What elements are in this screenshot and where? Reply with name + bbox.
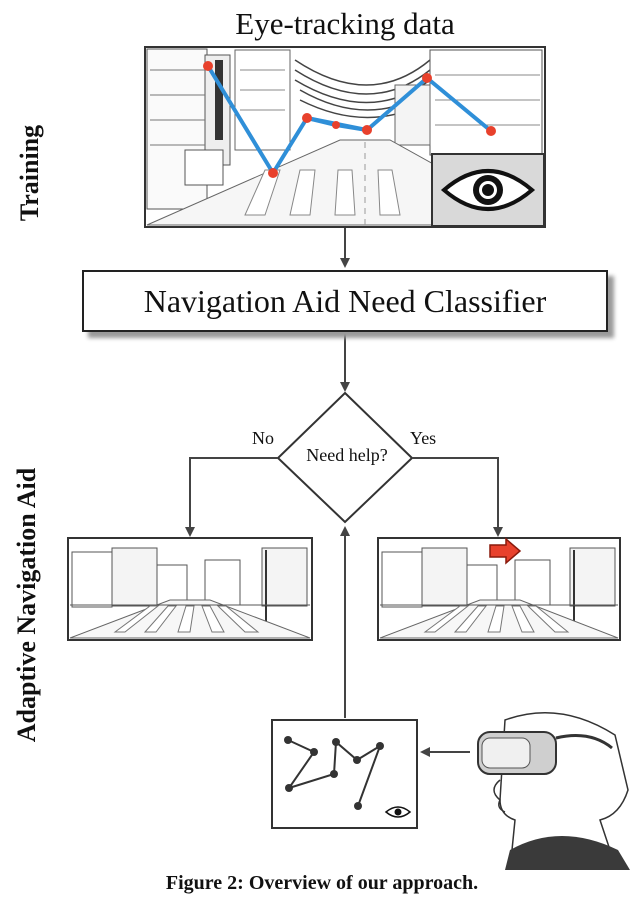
scene-no-aid (67, 537, 313, 641)
navigation-arrow-icon (489, 537, 522, 565)
figure-caption: Figure 2: Overview of our approach. (165, 872, 479, 894)
classifier-box: Navigation Aid Need Classifier (82, 270, 608, 332)
decision-label: Need help? (306, 445, 388, 465)
gaze-point (422, 73, 432, 83)
decision-diamond (276, 391, 414, 524)
eye-tracking-title: Eye-tracking data (235, 6, 455, 41)
branch-no-label: No (252, 428, 274, 448)
training-label: Training (15, 124, 44, 222)
small-eye-icon (384, 806, 412, 818)
branch-yes-label: Yes (410, 428, 437, 448)
classifier-label: Navigation Aid Need Classifier (143, 282, 547, 319)
gaze-point (268, 168, 278, 178)
training-street-scene (144, 46, 546, 228)
gaze-point (486, 126, 496, 136)
vr-headset-user-illustration (477, 711, 630, 870)
gaze-point (362, 125, 372, 135)
live-gaze-box (271, 719, 418, 829)
eye-icon (431, 153, 545, 227)
gaze-point (203, 61, 213, 71)
adaptive-navigation-aid-label: Adaptive Navigation Aid (12, 467, 41, 743)
scene-with-aid (377, 537, 621, 641)
gaze-path (203, 61, 496, 178)
gaze-point (302, 113, 312, 123)
gaze-point (332, 121, 340, 129)
